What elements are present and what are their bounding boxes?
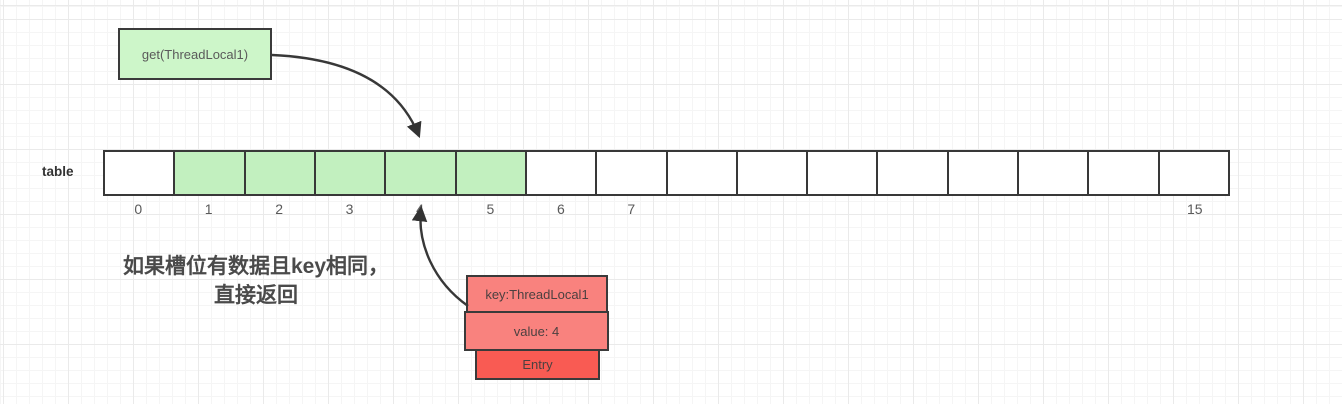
table-cell-15 [1157, 150, 1230, 196]
table-cells [103, 150, 1230, 196]
table-cell-10 [806, 150, 879, 196]
annotation-line-1: 如果槽位有数据且key相同， [122, 255, 390, 278]
table-cell-5 [454, 150, 527, 196]
table-cell-7 [595, 150, 668, 196]
table-index-label-9 [737, 201, 807, 219]
annotation-text: 如果槽位有数据且key相同， 直接返回 [110, 252, 402, 310]
table-index-label-8 [667, 201, 737, 219]
entry-key-box: key:ThreadLocal1 [466, 275, 608, 313]
table-index-label-13 [1019, 201, 1089, 219]
table-index-label-6: 6 [556, 201, 565, 217]
entry-to-slot4-arrow [411, 205, 469, 307]
table-index-label-12 [948, 201, 1018, 219]
entry-key-label: key:ThreadLocal1 [485, 286, 589, 302]
table-index-label-0: 0 [134, 201, 143, 217]
entry-name-box: Entry [475, 349, 600, 380]
table-cell-12 [946, 150, 1020, 196]
table-cell-8 [665, 150, 738, 196]
table-index-label-2: 2 [275, 201, 283, 217]
get-to-slot4-arrow [271, 53, 422, 139]
table-cell-3 [313, 150, 387, 196]
annotation-line-2: 直接返回 [214, 284, 298, 307]
table-cell-2 [243, 150, 316, 196]
table-index-label-11 [878, 201, 948, 219]
entry-name-label: Entry [522, 357, 553, 372]
entry-value-box: value: 4 [464, 311, 609, 351]
table-cell-4 [384, 150, 457, 196]
table-index-label-7: 7 [627, 201, 636, 217]
get-call-label: get(ThreadLocal1) [141, 46, 249, 62]
table-index-label-5: 5 [486, 201, 495, 217]
table-index-label-1: 1 [204, 201, 213, 217]
table-index-label-14 [1089, 201, 1159, 219]
table-index-label-4: 4 [416, 201, 424, 217]
table-index-label-10 [807, 201, 877, 219]
table-cell-14 [1087, 150, 1160, 196]
table-index-label-3: 3 [345, 201, 354, 217]
entry-value-label: value: 4 [513, 323, 560, 339]
table-cell-1 [173, 150, 246, 196]
table-caption: table [42, 164, 74, 179]
get-call-box: get(ThreadLocal1) [118, 28, 272, 80]
table-cell-11 [876, 150, 949, 196]
table-cell-6 [524, 150, 598, 196]
table-cell-13 [1017, 150, 1090, 196]
table-cell-0 [103, 150, 176, 196]
table-cell-9 [735, 150, 809, 196]
table-index-label-15: 15 [1186, 201, 1203, 217]
table-index-labels: 0 1 2 3 4 5 6 7 15 [103, 201, 1230, 219]
